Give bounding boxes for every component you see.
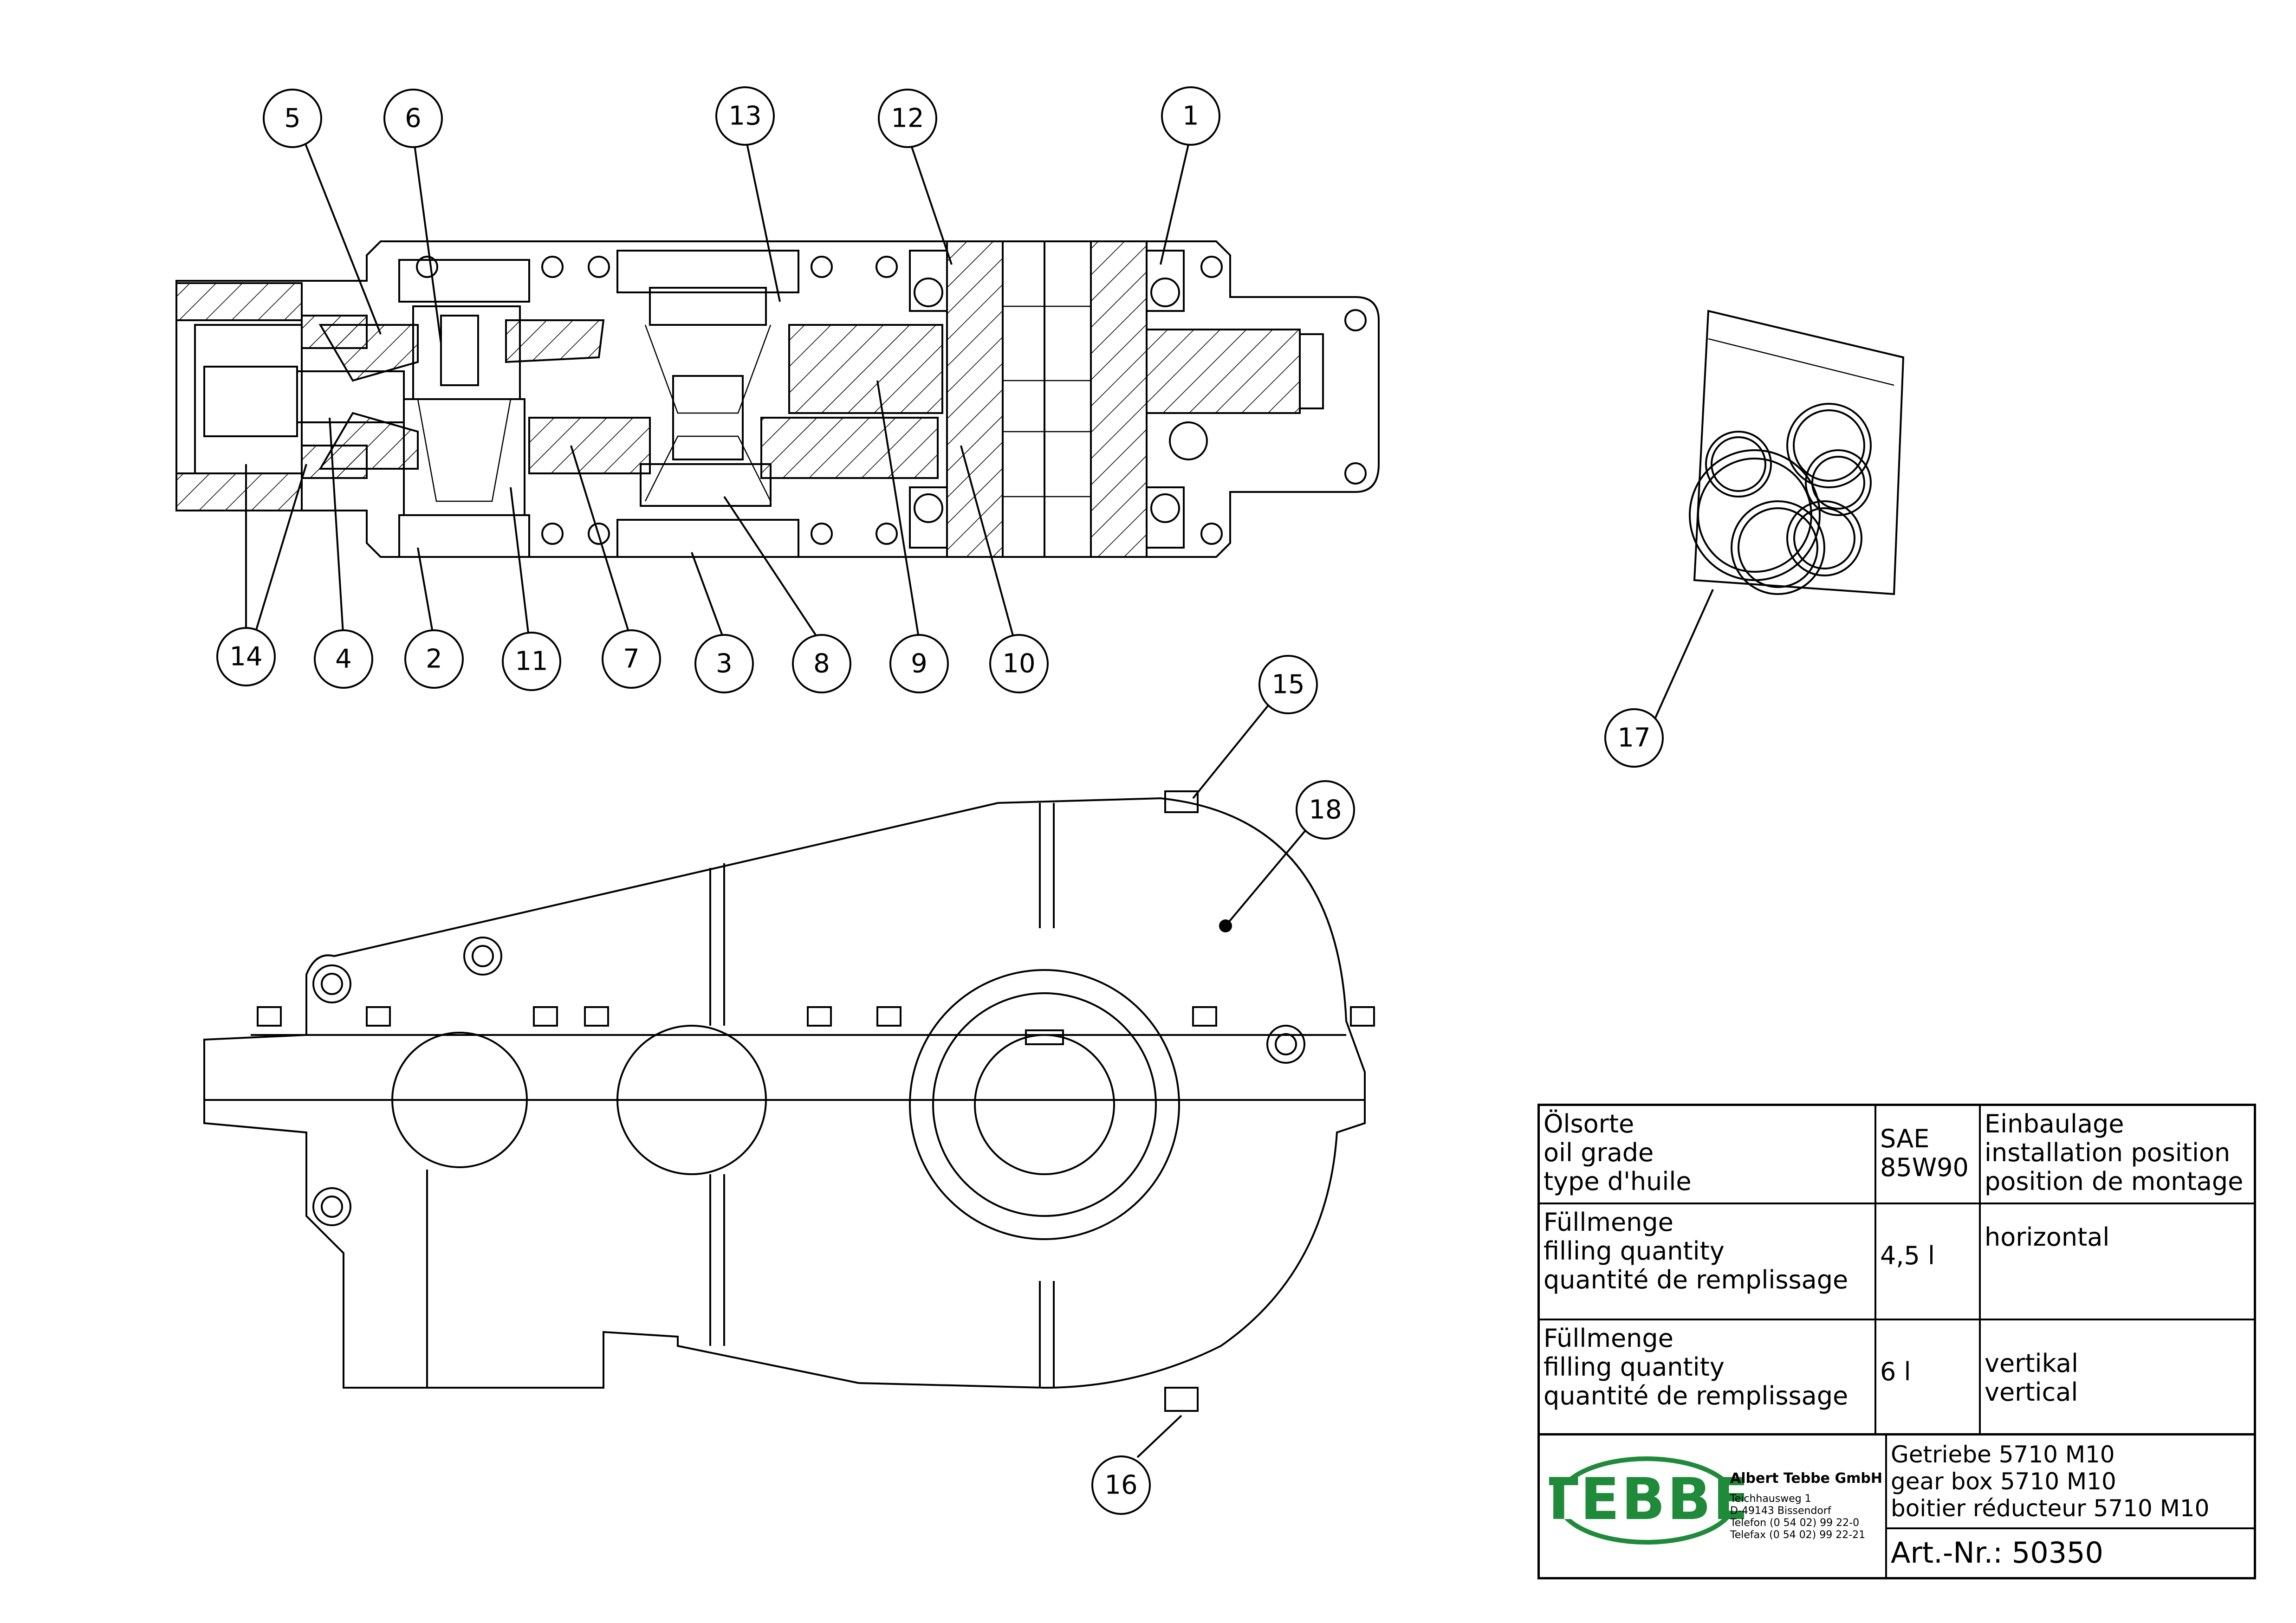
oil-grade-value: SAE 85W90: [1876, 1106, 1981, 1204]
callout-8: 8: [792, 634, 851, 693]
svg-text:1: 1: [1182, 101, 1199, 131]
section-view: [175, 240, 1380, 558]
tebbe-logo: TEBBE: [1549, 1456, 1744, 1545]
oil-grade-label: Ölsorte oil grade type d'huile: [1540, 1106, 1876, 1204]
svg-text:12: 12: [891, 103, 924, 134]
filling-quantity-horizontal-label: Füllmenge filling quantity quantité de r…: [1540, 1204, 1876, 1320]
svg-text:18: 18: [1309, 795, 1342, 825]
callout-12: 12: [878, 89, 937, 148]
product-description: Getriebe 5710 M10 gear box 5710 M10 boit…: [1887, 1435, 2254, 1529]
side-view: [203, 790, 1375, 1412]
callout-16: 16: [1091, 1455, 1151, 1515]
spec-table: Ölsorte oil grade type d'huile SAE 85W90…: [1537, 1104, 2256, 1435]
svg-text:16: 16: [1104, 1470, 1137, 1500]
svg-text:17: 17: [1617, 723, 1650, 753]
callout-11: 11: [502, 632, 561, 691]
svg-text:4: 4: [335, 644, 352, 674]
callout-5: 5: [263, 89, 322, 148]
company-fax: Telefax (0 54 02) 99 22-21: [1730, 1529, 1866, 1541]
article-number: Art.-Nr.: 50350: [1891, 1536, 2104, 1570]
company-phone: Telefon (0 54 02) 99 22-0: [1730, 1517, 1860, 1529]
svg-text:10: 10: [1002, 649, 1035, 679]
callout-1: 1: [1161, 86, 1220, 146]
callout-15: 15: [1258, 655, 1318, 714]
svg-text:6: 6: [405, 103, 422, 134]
company-name: Albert Tebbe GmbH: [1730, 1470, 1882, 1487]
position-vertical: vertikal vertical: [1985, 1349, 2078, 1407]
svg-text:14: 14: [229, 642, 262, 672]
svg-text:13: 13: [728, 101, 761, 131]
svg-text:7: 7: [623, 644, 640, 674]
leader-lines: [245, 134, 1714, 1458]
installation-position-header: Einbaulage installation position positio…: [1981, 1106, 2254, 1204]
callout-9: 9: [889, 634, 949, 693]
filling-quantity-vertical-label: Füllmenge filling quantity quantité de r…: [1540, 1320, 1876, 1433]
callout-3: 3: [694, 634, 754, 693]
svg-text:15: 15: [1271, 670, 1304, 700]
callout-17: 17: [1604, 708, 1664, 768]
position-horizontal: horizontal: [1981, 1204, 2254, 1320]
filling-quantity-vertical-value: 6 l: [1876, 1320, 1981, 1433]
callout-10: 10: [989, 634, 1049, 693]
company-cell: TEBBE Albert Tebbe GmbH Teichhausweg 1 D…: [1540, 1435, 1887, 1577]
callout-18: 18: [1296, 780, 1355, 840]
callout-6: 6: [383, 89, 443, 148]
filling-quantity-horizontal-value: 4,5 l: [1876, 1204, 1981, 1320]
company-address-2: D-49143 Bissendorf: [1730, 1505, 1831, 1517]
company-address-1: Teichhausweg 1: [1730, 1493, 1811, 1505]
svg-text:9: 9: [911, 649, 927, 679]
callout-13: 13: [715, 86, 775, 146]
seal-kit: [1689, 310, 1905, 595]
svg-text:11: 11: [515, 647, 548, 677]
callout-7: 7: [602, 629, 661, 689]
callout-2: 2: [404, 629, 464, 689]
svg-text:2: 2: [426, 644, 442, 674]
svg-text:TEBBE: TEBBE: [1549, 1466, 1744, 1533]
title-block: TEBBE Albert Tebbe GmbH Teichhausweg 1 D…: [1537, 1433, 2256, 1579]
callout-4: 4: [314, 629, 373, 689]
callout-14: 14: [216, 627, 276, 686]
svg-text:8: 8: [813, 649, 830, 679]
svg-text:5: 5: [284, 103, 301, 134]
svg-text:3: 3: [716, 649, 733, 679]
